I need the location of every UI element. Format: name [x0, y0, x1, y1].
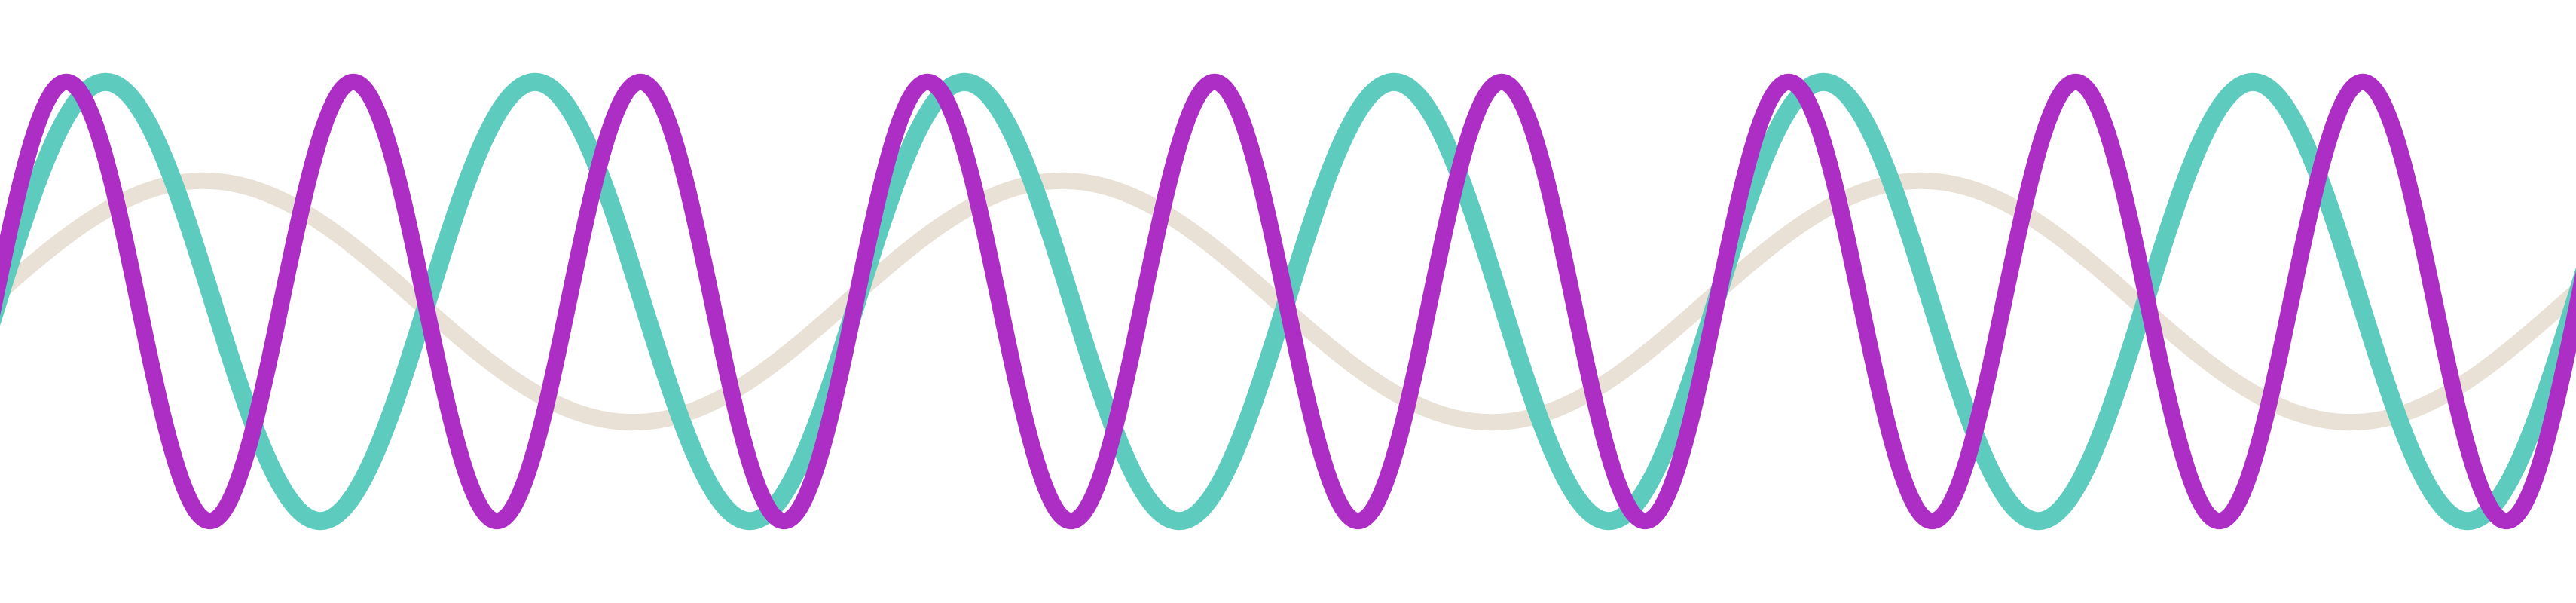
series-layer: [0, 72, 2576, 531]
wave-series-3: [0, 73, 2576, 530]
